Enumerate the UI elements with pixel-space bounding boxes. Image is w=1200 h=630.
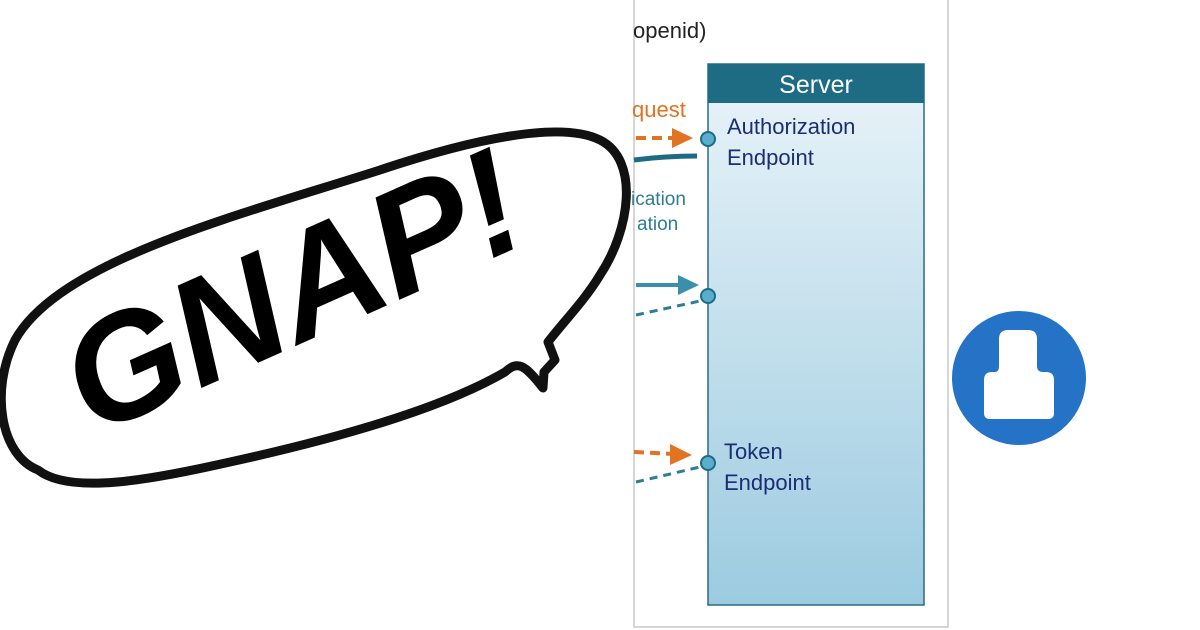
- authorization-endpoint-node: [700, 131, 716, 147]
- user-icon: [952, 311, 1086, 445]
- token-endpoint-node: [700, 455, 716, 471]
- speech-bubble: [0, 127, 631, 488]
- token-response-dashed-line: [635, 465, 701, 484]
- server-header: [708, 64, 924, 103]
- diagram-top-label: openid): [633, 18, 706, 43]
- server-box: [707, 63, 925, 606]
- middle-endpoint-node: [700, 288, 716, 304]
- authorization-edge-label: ation: [637, 214, 678, 235]
- token-request-arrow-line: [633, 450, 675, 456]
- redirect-arrowhead: [678, 275, 699, 295]
- authentication-edge-label: ication: [631, 189, 686, 210]
- token-request-arrowhead: [670, 444, 692, 465]
- request-edge-label: quest: [632, 97, 686, 122]
- authorization-endpoint-label: Authorization: [727, 114, 855, 139]
- server-title: Server: [779, 71, 853, 99]
- gnap-logo: GNAP!: [0, 116, 631, 488]
- token-endpoint-label: Token: [724, 439, 783, 464]
- authorization-endpoint-label-line2: Endpoint: [727, 145, 814, 170]
- response-line: [633, 153, 698, 163]
- token-endpoint-label-line2: Endpoint: [724, 470, 811, 495]
- callback-dashed-line: [635, 299, 701, 317]
- request-arrowhead: [672, 128, 693, 148]
